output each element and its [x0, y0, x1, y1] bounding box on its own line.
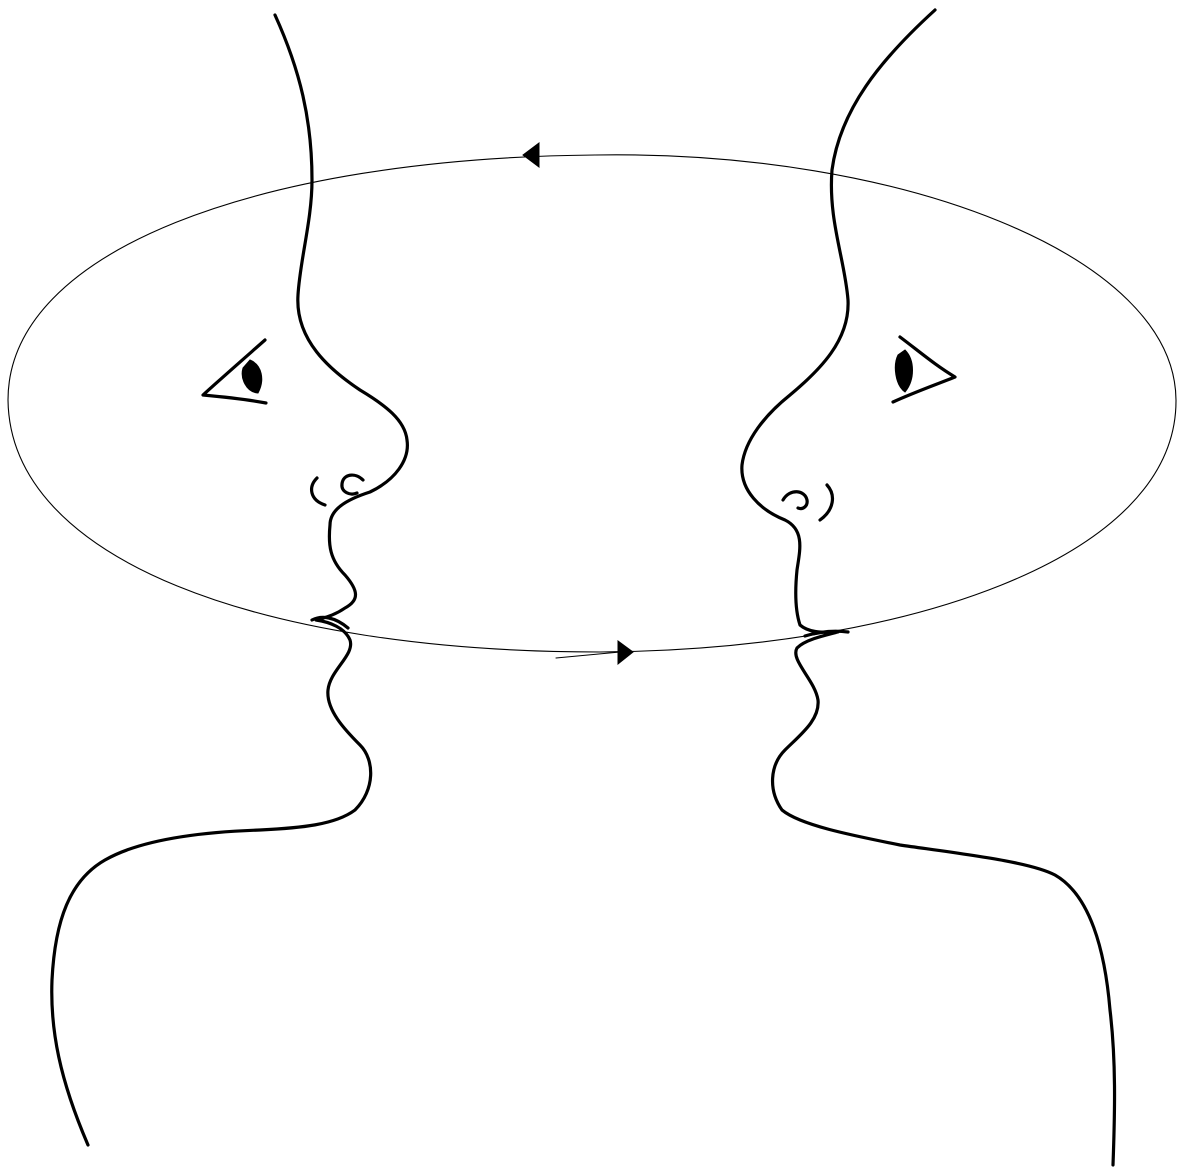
left-face-outline	[52, 15, 408, 1145]
right-nostril	[783, 492, 807, 509]
right-eye-icon	[893, 337, 955, 402]
right-cheek-curve	[820, 485, 832, 520]
right-face-profile	[742, 10, 1115, 1165]
left-eye-icon	[203, 340, 266, 403]
right-face-outline	[742, 10, 1115, 1165]
bottom-arrow-right-icon	[618, 641, 633, 664]
left-face-profile	[52, 15, 408, 1145]
loop-ellipse	[8, 155, 1176, 652]
bottom-arrow-shaft	[556, 652, 620, 658]
reciprocal-loop	[8, 143, 1176, 664]
left-cheek-curve	[312, 478, 325, 505]
left-nostril	[342, 475, 363, 494]
top-arrow-left-icon	[523, 143, 539, 167]
